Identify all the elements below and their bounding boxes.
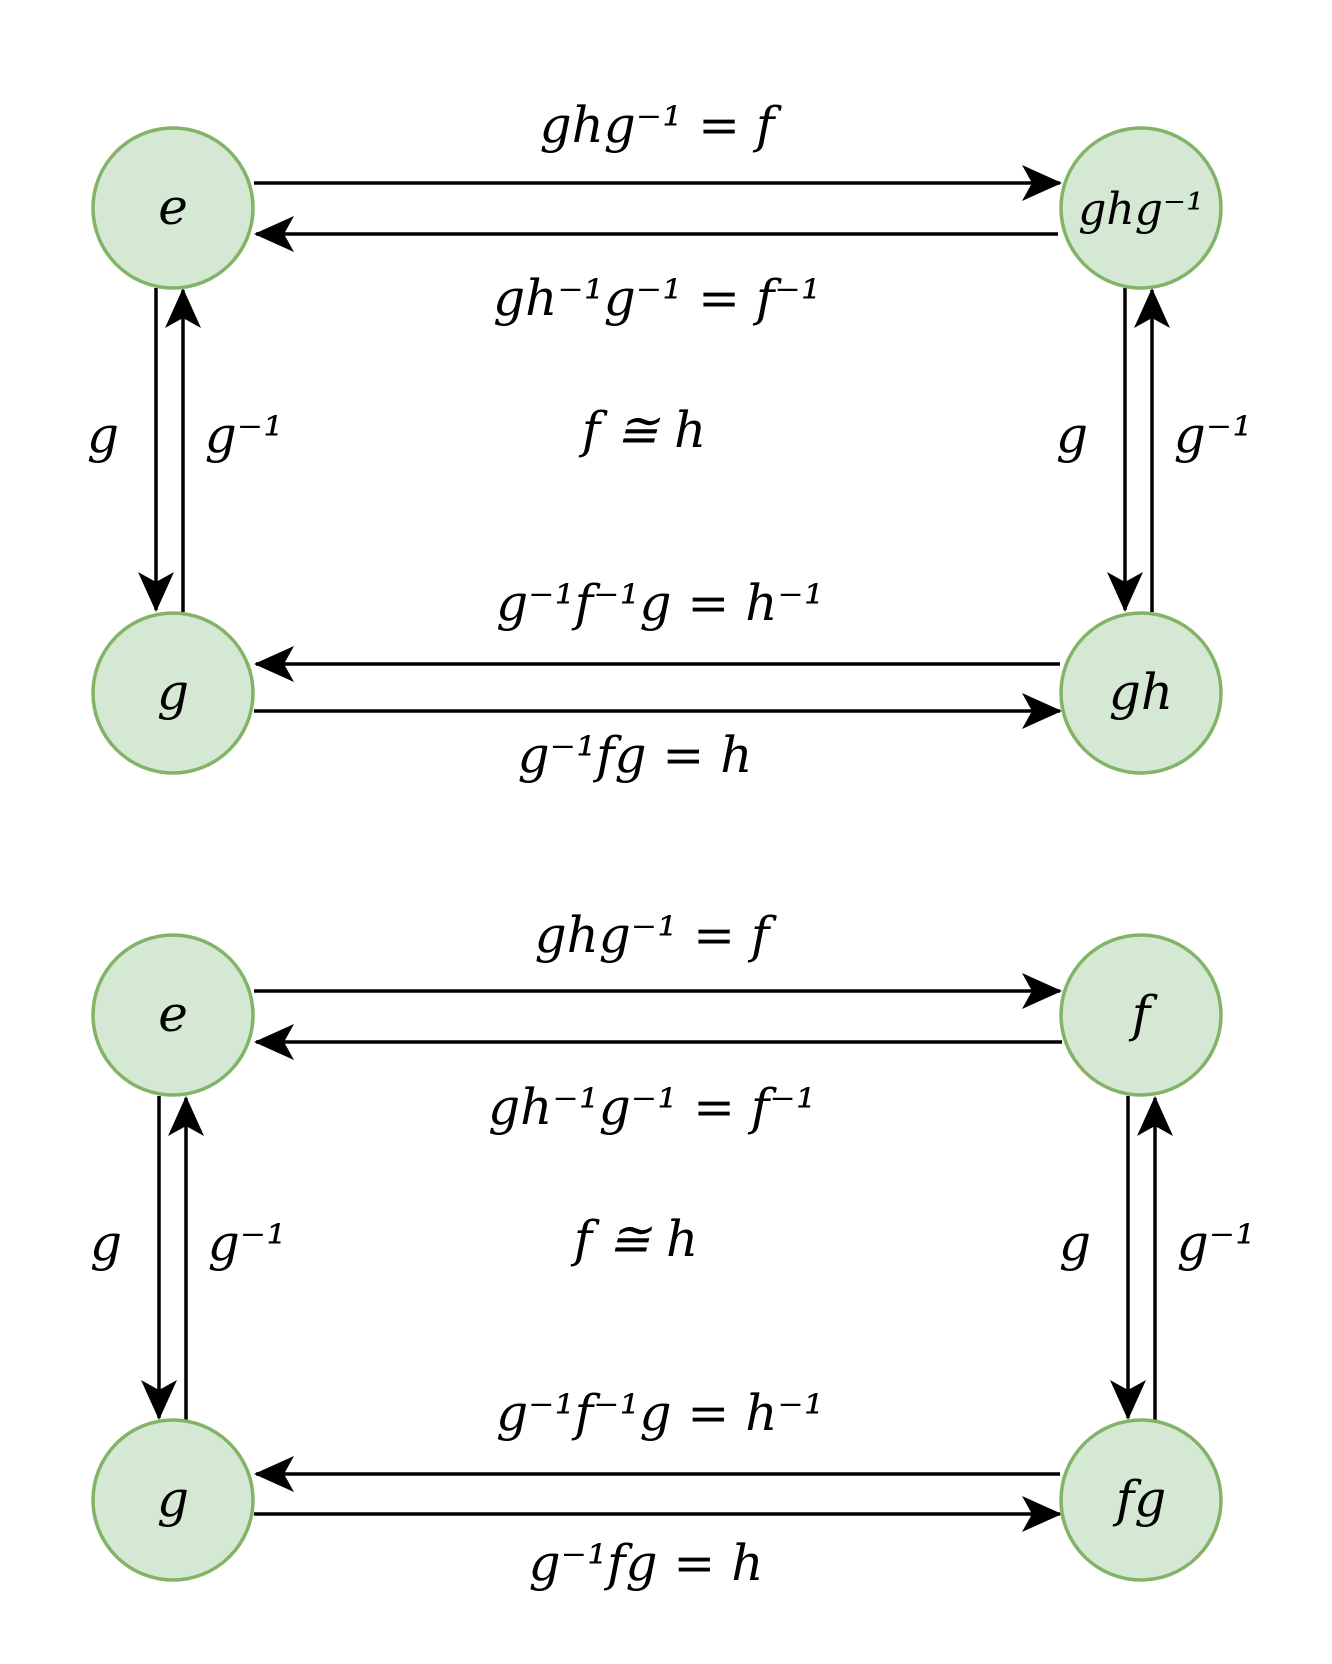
node-label: g [157, 663, 189, 721]
node-e: e [91, 126, 255, 290]
node-label: gh [1109, 663, 1173, 721]
diagram-1: e ghg⁻¹ g gh ghg⁻¹ = f gh⁻¹g⁻¹ = f⁻¹ g g… [87, 96, 1252, 784]
label-right-down: g [1059, 1214, 1091, 1272]
label-center: f ≅ h [570, 1210, 698, 1268]
label-center: f ≅ h [578, 401, 706, 459]
node-label: e [158, 178, 188, 236]
label-left-up: g⁻¹ [208, 1214, 286, 1272]
node-label: fg [1112, 1470, 1167, 1528]
label-top-forward: ghg⁻¹ = f [535, 906, 777, 964]
node-gh: gh [1059, 611, 1223, 775]
label-left-down: g [87, 406, 119, 464]
label-top-backward: gh⁻¹g⁻¹ = f⁻¹ [493, 269, 821, 327]
diagram-2: e f g fg ghg⁻¹ = f gh⁻¹g⁻¹ = f⁻¹ g g⁻¹ g… [90, 906, 1255, 1592]
node-g: g [91, 611, 255, 775]
node-label: g [157, 1470, 189, 1528]
node-label: e [158, 985, 188, 1043]
label-left-down: g [90, 1214, 122, 1272]
node-g: g [91, 1418, 255, 1582]
label-left-up: g⁻¹ [205, 406, 283, 464]
label-bottom-forward: g⁻¹fg = h [529, 1534, 764, 1592]
label-top-backward: gh⁻¹g⁻¹ = f⁻¹ [488, 1078, 816, 1136]
label-right-down: g [1056, 406, 1088, 464]
node-fg: fg [1059, 1418, 1223, 1582]
label-bottom-forward: g⁻¹fg = h [518, 726, 753, 784]
label-bottom-backward: g⁻¹f⁻¹g = h⁻¹ [496, 1384, 824, 1442]
label-right-up: g⁻¹ [1174, 406, 1252, 464]
label-right-up: g⁻¹ [1177, 1214, 1255, 1272]
node-f: f [1059, 933, 1223, 1097]
node-label: ghg⁻¹ [1078, 184, 1204, 235]
label-top-forward: ghg⁻¹ = f [540, 96, 782, 154]
label-bottom-backward: g⁻¹f⁻¹g = h⁻¹ [496, 574, 824, 632]
node-ghg-inverse: ghg⁻¹ [1059, 126, 1223, 290]
node-e: e [91, 933, 255, 1097]
